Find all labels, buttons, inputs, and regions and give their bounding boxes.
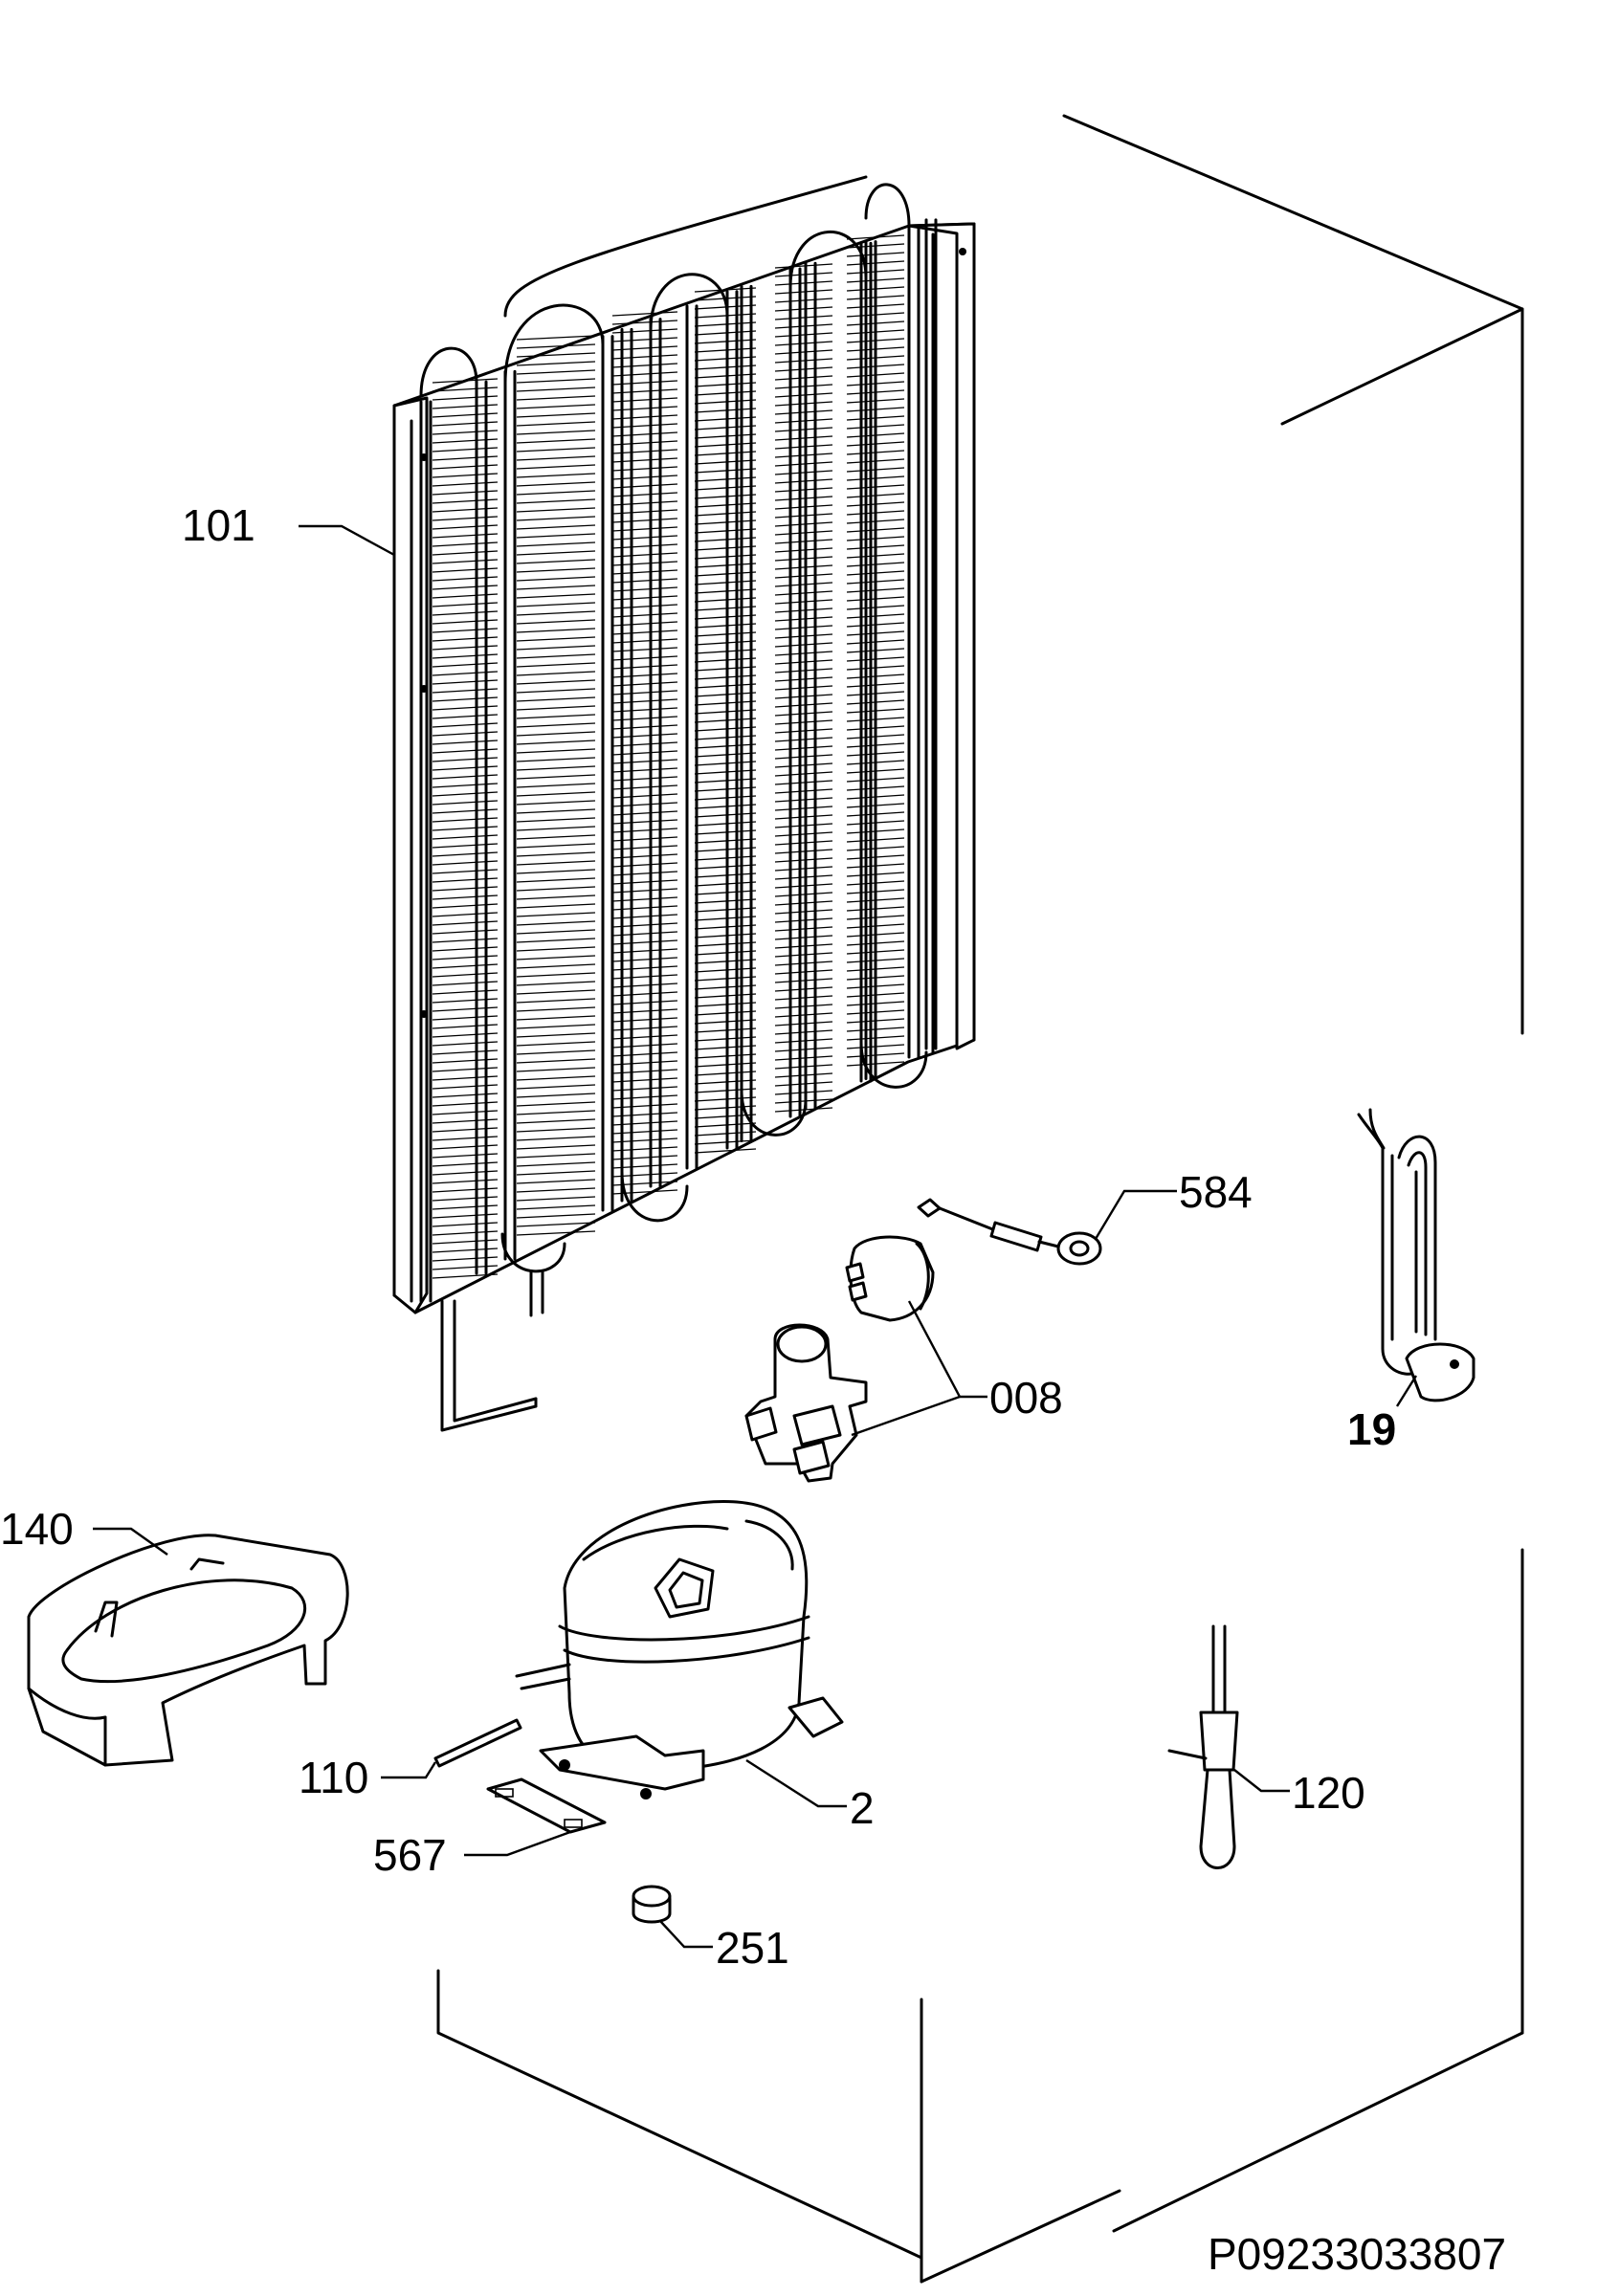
compressor	[515, 1500, 844, 1799]
mounting-nut	[632, 1885, 672, 1924]
cabinet-outline	[436, 114, 1524, 2284]
connector-pipe	[433, 1718, 522, 1768]
callout-120: 120	[1292, 1768, 1365, 1818]
callout-567: 567	[373, 1830, 447, 1880]
callout-101: 101	[182, 500, 255, 550]
condenser	[392, 175, 976, 1432]
thermal-protector	[917, 1198, 1102, 1266]
condenser-fins	[432, 234, 905, 1279]
mounting-plate	[486, 1777, 607, 1834]
starting-relay	[744, 1235, 935, 1483]
callout-251: 251	[716, 1923, 789, 1973]
condenser-tubes	[419, 218, 938, 1303]
callout-19: 19	[1347, 1404, 1396, 1454]
callout-584: 584	[1179, 1167, 1253, 1217]
callout-labels: 101 584 008 19 140 110 2 567 251 120 P09…	[0, 500, 1506, 2279]
drawing-number: P09233033807	[1208, 2229, 1506, 2279]
leader-lines	[93, 524, 1418, 1949]
compressor-tray	[27, 1534, 349, 1767]
callout-140: 140	[0, 1504, 74, 1554]
callout-008: 008	[989, 1373, 1063, 1423]
sensor-clip	[1167, 1624, 1239, 1869]
callout-2: 2	[850, 1783, 875, 1833]
power-cord	[1357, 1108, 1475, 1402]
callout-110: 110	[299, 1753, 368, 1802]
